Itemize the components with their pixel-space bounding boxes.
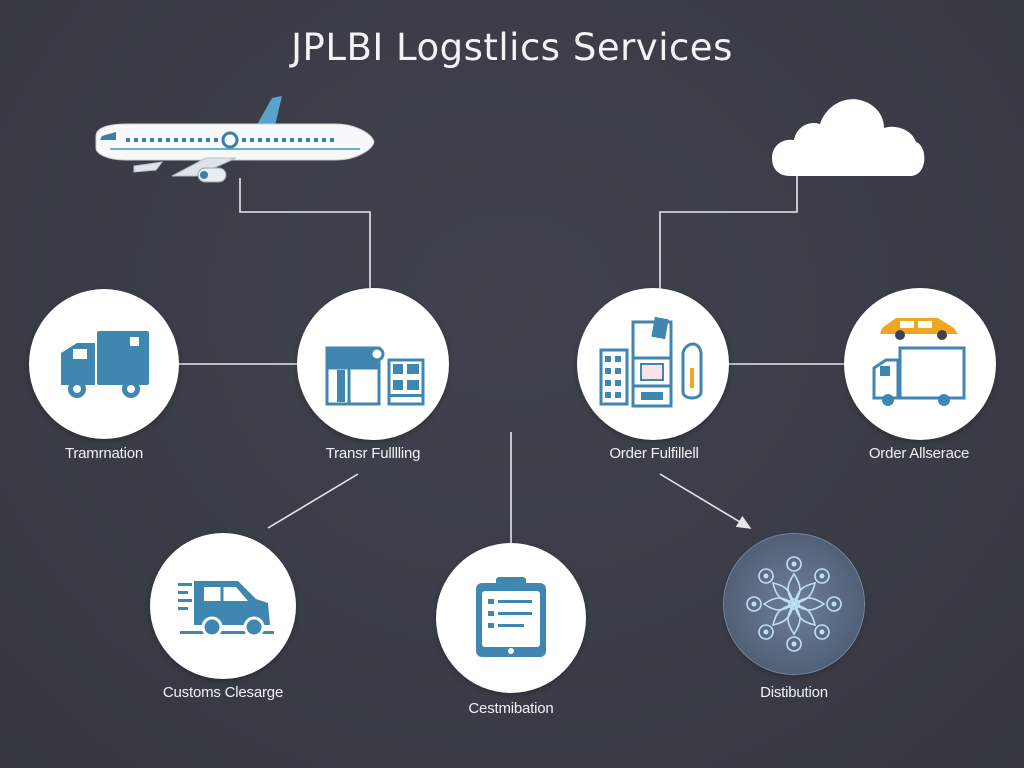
- node-order-fulfillment[interactable]: [577, 288, 729, 440]
- node-destination[interactable]: [436, 543, 586, 693]
- node-label-customs-clearance: Customs Clesarge: [162, 684, 284, 701]
- warehouse-icon: [325, 346, 425, 406]
- network-flower-icon: [746, 556, 842, 652]
- node-label-order-fulfillment: Order Fulfillell: [609, 445, 699, 462]
- connector-cloud-to-order-fulfillment: [659, 176, 798, 290]
- node-distribution[interactable]: [724, 534, 864, 674]
- node-label-destination: Cestmibation: [468, 700, 554, 717]
- cloud-icon: [772, 99, 925, 176]
- node-transportation[interactable]: [29, 289, 179, 439]
- node-label-order-assurance: Order Allserace: [868, 445, 970, 462]
- node-customs-clearance[interactable]: [150, 533, 296, 679]
- storage-racks-icon: [599, 316, 703, 408]
- connector-airplane-to-trans-fulfilling: [239, 178, 371, 290]
- box-truck-icon: [872, 346, 966, 406]
- node-label-transportation: Tramrnation: [64, 445, 144, 462]
- node-order-assurance[interactable]: [844, 288, 996, 440]
- connector-order-fulfillment-to-distribution: [659, 473, 752, 529]
- connector-trans-fulfilling-to-customs-clearance: [267, 473, 359, 529]
- taxi-car-icon: [880, 318, 958, 340]
- airplane-icon: [95, 96, 375, 183]
- node-label-trans-fulfilling: Transr Fulllling: [325, 445, 421, 462]
- clipboard-icon: [476, 577, 546, 657]
- node-label-distribution: Distibution: [760, 684, 828, 701]
- moving-van-icon: [178, 581, 274, 638]
- car-and-truck-icon: [872, 318, 966, 406]
- node-trans-fulfilling[interactable]: [297, 288, 449, 440]
- diagram-title: JPLBI Logstlics Services: [291, 26, 733, 69]
- delivery-truck-icon: [61, 331, 149, 398]
